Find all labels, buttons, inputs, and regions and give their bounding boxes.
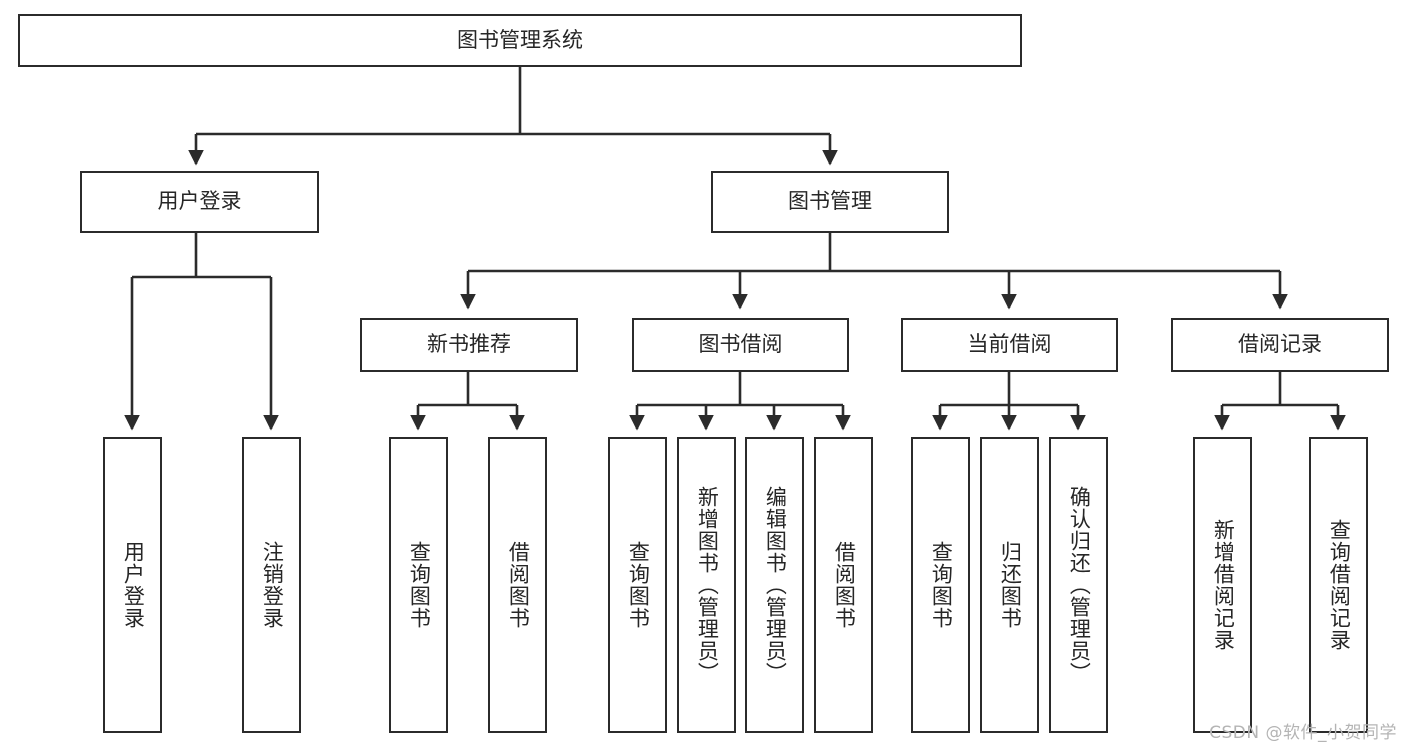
node-leaf-query-book-current[interactable]: 查询图书 (911, 437, 970, 733)
node-label: 用户登录 (157, 189, 242, 214)
node-label: 借阅图书 (506, 541, 531, 629)
node-leaf-borrow-book[interactable]: 借阅图书 (814, 437, 873, 733)
node-leaf-add-borrow-record[interactable]: 新增借阅记录 (1193, 437, 1252, 733)
node-label: 图书借阅 (698, 332, 783, 357)
node-leaf-user-login[interactable]: 用户登录 (103, 437, 162, 733)
node-label: 查询图书 (407, 541, 432, 629)
node-leaf-logout[interactable]: 注销登录 (242, 437, 301, 733)
node-borrow-record[interactable]: 借阅记录 (1171, 318, 1389, 372)
node-label: 图书管理 (788, 189, 872, 214)
node-leaf-return-book[interactable]: 归还图书 (980, 437, 1039, 733)
node-book-borrow[interactable]: 图书借阅 (632, 318, 849, 372)
node-label: 当前借阅 (967, 332, 1052, 357)
node-label: 查询借阅记录 (1327, 519, 1352, 651)
node-label: 查询图书 (626, 541, 651, 629)
node-leaf-confirm-return-admin[interactable]: 确认归还（管理员） (1049, 437, 1108, 733)
node-root-book-management-system[interactable]: 图书管理系统 (18, 14, 1022, 67)
node-label: 新增借阅记录 (1211, 519, 1236, 651)
node-label: 归还图书 (998, 541, 1023, 629)
node-leaf-query-book-recommend[interactable]: 查询图书 (389, 437, 448, 733)
node-label: 新书推荐 (427, 332, 511, 357)
node-label: 图书管理系统 (457, 27, 583, 52)
node-current-borrow[interactable]: 当前借阅 (901, 318, 1118, 372)
node-user-login[interactable]: 用户登录 (80, 171, 319, 233)
node-leaf-borrow-book-recommend[interactable]: 借阅图书 (488, 437, 547, 733)
node-label: 借阅记录 (1238, 332, 1322, 357)
node-label: 用户登录 (121, 541, 146, 629)
node-new-book-recommend[interactable]: 新书推荐 (360, 318, 578, 372)
node-label: 编辑图书（管理员） (763, 486, 788, 684)
node-label: 确认归还（管理员） (1067, 486, 1092, 684)
node-label: 新增图书（管理员） (695, 486, 720, 684)
node-label: 查询图书 (929, 541, 954, 629)
node-label: 注销登录 (260, 541, 285, 629)
node-book-management[interactable]: 图书管理 (711, 171, 949, 233)
node-label: 借阅图书 (832, 541, 857, 629)
node-leaf-query-borrow-record[interactable]: 查询借阅记录 (1309, 437, 1368, 733)
node-leaf-edit-book-admin[interactable]: 编辑图书（管理员） (745, 437, 804, 733)
node-leaf-add-book-admin[interactable]: 新增图书（管理员） (677, 437, 736, 733)
node-leaf-query-book-borrow[interactable]: 查询图书 (608, 437, 667, 733)
